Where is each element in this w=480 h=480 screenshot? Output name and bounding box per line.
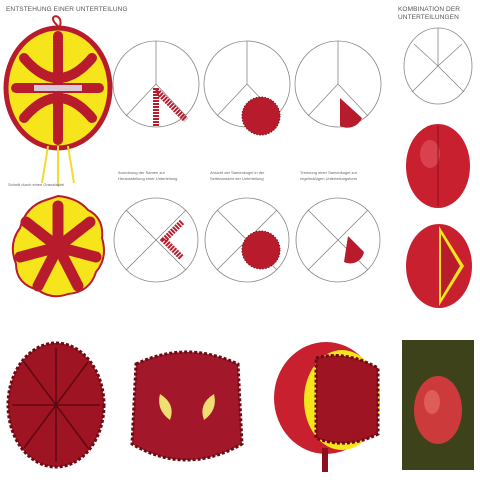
circle-diagram-1	[112, 40, 200, 128]
side-heading-line2: UNTERTEILUNGEN	[398, 14, 459, 21]
pomegranate-red-closed	[406, 124, 470, 208]
pomegranate-on-tree-photo	[402, 340, 474, 470]
combination-line-diagram	[403, 27, 473, 105]
caption-1: Schnitt durch einen Granatapfel	[8, 182, 65, 187]
main-heading: ENTSTEHUNG EINER UNTERTEILUNG	[6, 6, 128, 13]
side-heading-line1: KOMBINATION DER	[398, 6, 461, 13]
pomegranate-cutaway	[274, 342, 380, 472]
pomegranate-red-open	[406, 224, 472, 308]
circle-diagram-2	[203, 40, 291, 136]
seed-cluster-open	[130, 350, 244, 462]
pomegranate-section-top	[3, 15, 113, 186]
caption-2-line2: Herausstellung einer Unterteilung	[118, 176, 178, 181]
caption-3-line2: Seitenansicht der Unterteilung	[210, 176, 264, 181]
circle-diagram-3	[294, 40, 382, 128]
circle-diagram-5	[204, 197, 290, 283]
pomegranate-section-flower	[11, 194, 105, 298]
caption-2-line1: Anordnung der Samen zur	[118, 170, 165, 175]
circle-diagram-4	[113, 197, 199, 283]
circle-diagram-6	[295, 197, 381, 283]
caption-4-line2: regelmäßigen Unterteilungsform	[300, 176, 358, 181]
seed-cluster-round	[6, 341, 106, 469]
caption-4-line1: Trennung einer Samenkugel zur	[300, 170, 357, 175]
caption-3-line1: Ansicht der Samenkugel in der	[210, 170, 265, 175]
